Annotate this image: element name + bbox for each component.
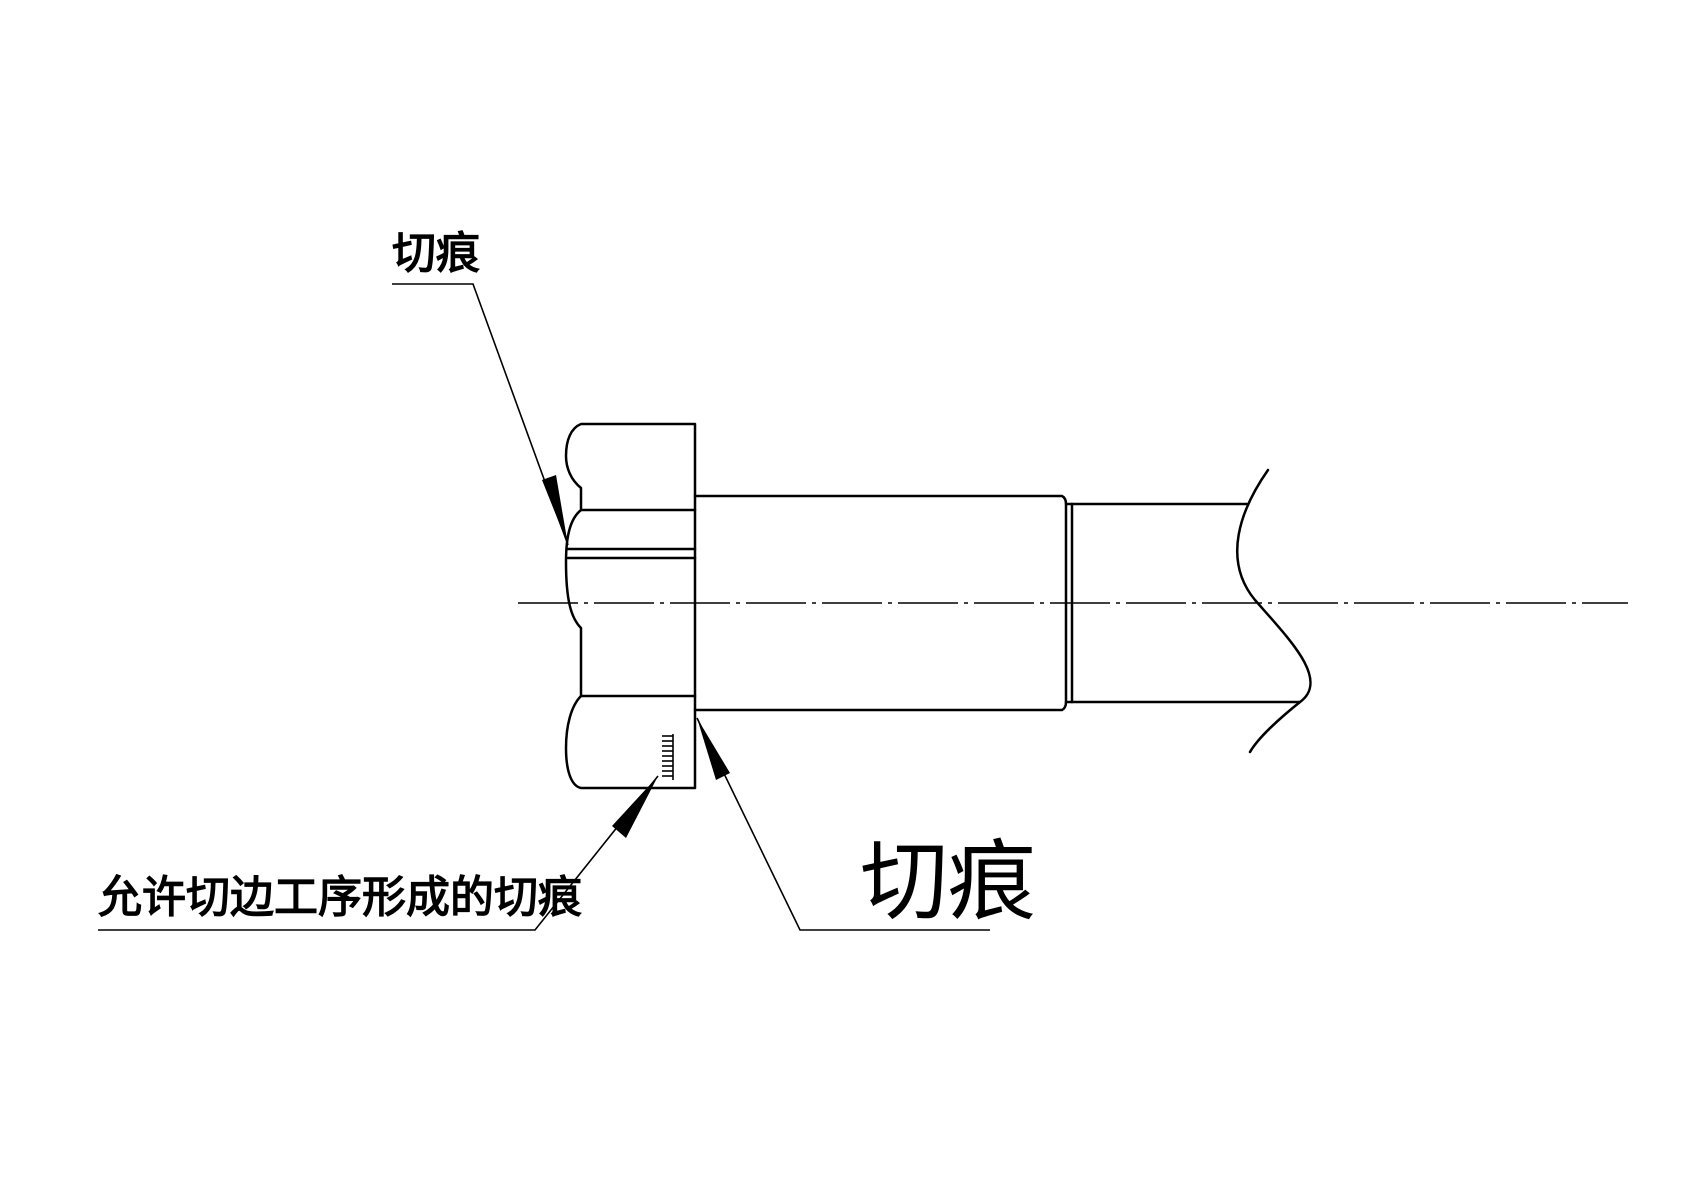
label-top-cut-mark: 切痕: [392, 228, 481, 279]
label-bottom-cut-mark: 切痕: [860, 830, 1036, 933]
arrowhead-bottom-cut-mark: [697, 718, 730, 780]
trimming-hatch-marks: [662, 734, 674, 780]
arrowhead-top-cut-mark: [542, 475, 568, 545]
arrowhead-trimming-note: [612, 776, 658, 838]
leader-bottom-cut-mark: [696, 717, 990, 931]
hex-head-outline: [564, 422, 697, 790]
leader-top-cut-mark: [392, 283, 569, 546]
break-line: [1235, 468, 1312, 754]
label-trimming-note: 允许切边工序形成的切痕: [98, 872, 583, 923]
bolt-shank-body: [693, 494, 1068, 712]
